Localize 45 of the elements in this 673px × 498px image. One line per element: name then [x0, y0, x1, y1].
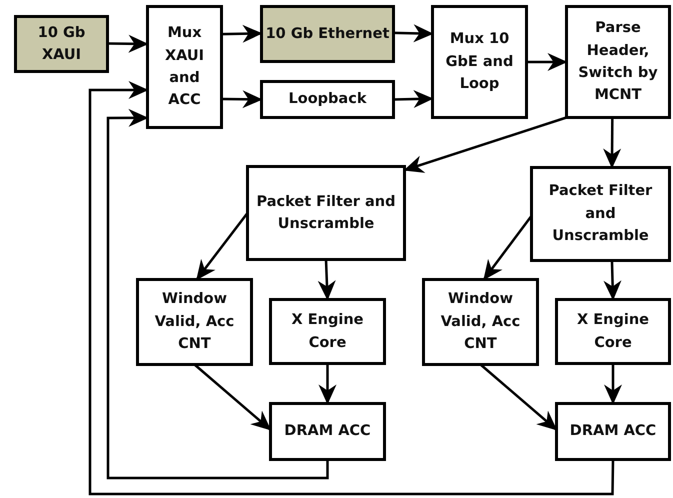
arrow	[393, 24, 434, 42]
arrow	[604, 364, 622, 404]
box-label: Window Valid, Acc CNT	[440, 290, 522, 354]
box-label: X Engine Core	[576, 311, 650, 352]
arrow	[603, 118, 622, 168]
arrow	[107, 34, 148, 53]
arrow	[196, 212, 248, 280]
arrow	[482, 215, 532, 280]
arrow	[526, 53, 568, 71]
process-box	[260, 80, 395, 119]
arrow	[318, 364, 336, 404]
arrow	[106, 108, 329, 480]
arrow	[318, 259, 336, 300]
box-label: Loopback	[288, 90, 368, 110]
box-label: Packet Filter and Unscramble	[256, 192, 396, 234]
process-box	[565, 5, 671, 119]
process-box	[422, 278, 539, 366]
process-box	[269, 298, 386, 365]
box-label: Window Valid, Acc CNT	[154, 290, 236, 354]
process-box	[555, 402, 671, 461]
process-box	[431, 5, 528, 119]
box-label: X Engine Core	[290, 311, 364, 352]
box-label: DRAM ACC	[283, 422, 372, 442]
arrow	[194, 364, 272, 431]
box-label: Parse Header, Switch by MCNT	[577, 19, 659, 106]
process-box	[530, 166, 671, 262]
box-label: Mux 10 GbE and Loop	[444, 30, 514, 94]
arrow	[88, 81, 614, 496]
arrow	[393, 90, 434, 108]
process-box	[136, 278, 253, 366]
process-box	[146, 5, 223, 129]
box-label: DRAM ACC	[568, 422, 658, 442]
box-label: 10 Gb XAUI	[36, 24, 86, 65]
box-label: Packet Filter and Unscramble	[548, 182, 654, 246]
arrow	[221, 90, 262, 108]
box-label: Mux XAUI and ACC	[164, 24, 206, 110]
arrow	[604, 260, 622, 300]
process-box	[260, 5, 395, 63]
box-label: 10 Gb Ethernet	[264, 24, 390, 44]
arrow	[480, 364, 558, 431]
process-box	[246, 165, 406, 261]
arrow	[221, 24, 262, 43]
process-box	[555, 298, 671, 365]
process-box	[14, 15, 109, 73]
process-box	[269, 402, 386, 461]
